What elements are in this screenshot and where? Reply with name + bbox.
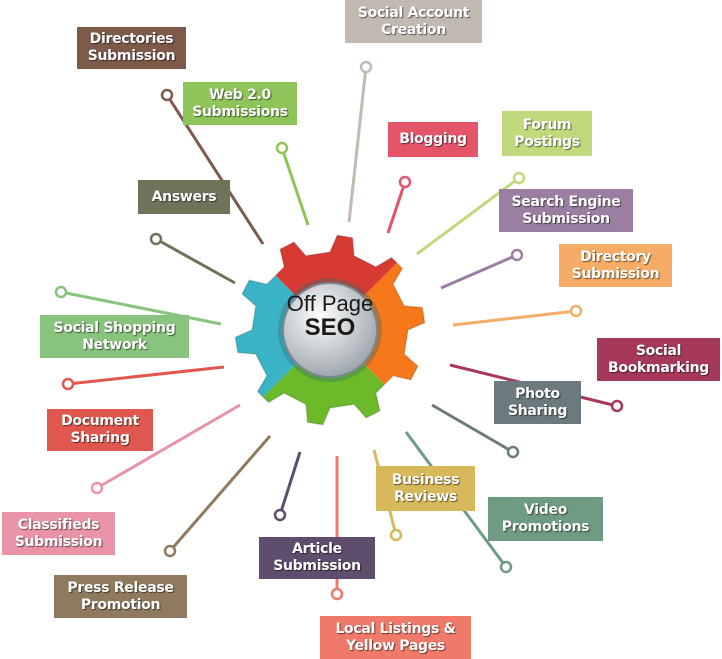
connector-node-directory-submission [569,304,583,318]
connector-line-search-engine-submission [440,253,518,290]
gear-icon [234,234,426,426]
connector-node-directories-submission [160,88,174,102]
label-web-2-0-submissions[interactable]: Web 2.0 Submissions [183,82,297,125]
label-text: Business Reviews [391,471,460,505]
label-forum-postings[interactable]: Forum Postings [502,111,592,156]
connector-node-document-sharing [61,377,75,391]
label-social-account-creation[interactable]: Social Account Creation [345,0,482,43]
connector-node-photo-sharing [506,445,520,459]
label-text: Classifieds Submission [14,516,103,550]
label-text: Blogging [399,131,467,147]
connector-line-social-shopping-network [60,290,222,326]
connector-node-web-2-0-submissions [275,141,289,155]
label-directory-submission[interactable]: Directory Submission [559,244,672,287]
connector-node-press-release-promotion [163,544,177,558]
connector-node-answers [149,232,163,246]
connector-node-local-listings-yellow-pages [330,587,344,601]
connector-line-press-release-promotion [168,435,272,552]
label-business-reviews[interactable]: Business Reviews [376,466,475,511]
label-answers[interactable]: Answers [138,180,230,214]
label-document-sharing[interactable]: Document Sharing [47,409,153,451]
label-text: Forum Postings [514,116,580,150]
label-local-listings-yellow-pages[interactable]: Local Listings & Yellow Pages [320,616,471,659]
label-social-bookmarking[interactable]: Social Bookmarking [597,338,720,381]
label-text: Answers [151,188,217,205]
connector-line-document-sharing [67,365,225,386]
label-text: Press Release Promotion [67,579,174,613]
connector-node-search-engine-submission [510,248,524,262]
connector-line-blogging [386,181,407,234]
connector-line-classifieds-submission [96,403,241,490]
label-text: Article Submission [273,541,361,574]
label-blogging[interactable]: Blogging [388,122,478,157]
label-text: Social Bookmarking [608,342,709,376]
label-text: Search Engine Submission [511,193,621,227]
label-text: Document Sharing [61,413,139,446]
label-text: Video Promotions [501,502,590,535]
label-article-submission[interactable]: Article Submission [259,537,375,579]
label-video-promotions[interactable]: Video Promotions [488,497,603,541]
connector-node-business-reviews [389,528,403,542]
connector-line-web-2-0-submissions [280,147,310,226]
label-text: Social Shopping Network [53,319,176,353]
connector-line-social-account-creation [347,66,368,223]
label-classifieds-submission[interactable]: Classifieds Submission [2,512,115,555]
label-text: Directories Submission [87,31,176,64]
label-text: Local Listings & Yellow Pages [335,620,456,654]
label-photo-sharing[interactable]: Photo Sharing [494,381,581,424]
label-text: Directory Submission [571,248,660,282]
label-text: Web 2.0 Submissions [192,86,288,120]
gear-segment-left [234,234,330,426]
connector-node-article-submission [273,508,287,522]
connector-node-classifieds-submission [90,481,104,495]
connector-line-answers [155,237,236,285]
gear-hub [282,282,378,378]
label-directories-submission[interactable]: Directories Submission [77,27,186,69]
connector-node-video-promotions [499,560,513,574]
center-title: Off Page SEO [286,291,374,341]
connector-node-social-bookmarking [610,399,624,413]
connector-line-directory-submission [452,309,577,327]
label-press-release-promotion[interactable]: Press Release Promotion [54,575,187,618]
label-social-shopping-network[interactable]: Social Shopping Network [40,315,189,358]
connector-node-blogging [398,175,412,189]
label-search-engine-submission[interactable]: Search Engine Submission [499,189,633,232]
label-text: Social Account Creation [357,4,470,38]
connector-node-social-account-creation [359,60,373,74]
connector-line-photo-sharing [431,403,514,454]
label-text: Photo Sharing [507,385,568,419]
connector-node-social-shopping-network [54,285,68,299]
connector-line-article-submission [278,451,302,516]
connector-node-forum-postings [512,171,526,185]
